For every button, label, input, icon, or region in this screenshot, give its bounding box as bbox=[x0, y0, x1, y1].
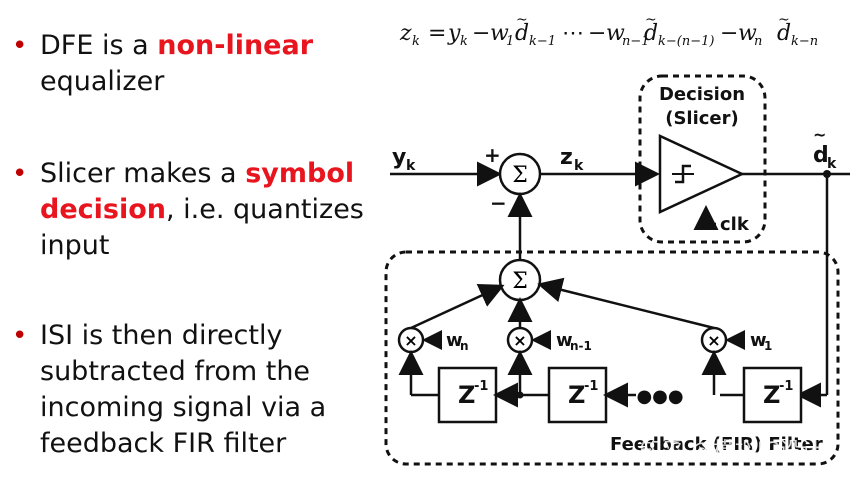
zk-sub: k bbox=[574, 158, 584, 174]
bullet-text: DFE is a bbox=[40, 30, 158, 61]
bullet-slicer: • Slicer makes a symbol decision, i.e. q… bbox=[8, 156, 368, 264]
minus-sign: − bbox=[490, 191, 507, 215]
eq-z: z bbox=[399, 21, 412, 46]
eq-w1-sub: 1 bbox=[506, 34, 514, 49]
input-label: y bbox=[392, 145, 406, 170]
eq-minus: − bbox=[720, 21, 738, 46]
eq-z-sub: k bbox=[412, 34, 420, 49]
eq-dn-sub: k−n bbox=[791, 34, 818, 49]
delay-z: Z bbox=[458, 381, 475, 409]
bullet-dot: • bbox=[12, 31, 28, 61]
wn-label: w bbox=[446, 330, 463, 351]
tap-wire-wn bbox=[410, 284, 505, 330]
eq-y-sub: k bbox=[460, 34, 468, 49]
eq-minus: − bbox=[588, 21, 606, 46]
delay-exp: -1 bbox=[474, 379, 488, 394]
wn1-label: w bbox=[556, 330, 573, 351]
delay-exp: -1 bbox=[779, 379, 793, 394]
eq-wn-sub: n bbox=[754, 34, 762, 49]
eq-tilde: ~ bbox=[516, 12, 528, 28]
w1-sub: 1 bbox=[764, 339, 772, 353]
bullet-isi: • ISI is then directly subtracted from t… bbox=[8, 318, 368, 462]
output-label: d bbox=[813, 143, 829, 168]
decision-subtitle: (Slicer) bbox=[665, 108, 739, 129]
delay-block-n1 bbox=[547, 366, 608, 424]
eq-equals: = bbox=[428, 21, 446, 46]
delay-block-1 bbox=[742, 366, 803, 424]
w1-label: w bbox=[750, 330, 767, 351]
bullet-text: Slicer makes a bbox=[40, 158, 246, 189]
filter-label: Feedback (FIR) Filter bbox=[610, 434, 823, 455]
zk-label: z bbox=[560, 145, 573, 170]
watermark: 知乎 @模拟IC设计 bbox=[640, 439, 823, 464]
wn-sub: n bbox=[460, 339, 469, 353]
slicer-triangle bbox=[658, 134, 745, 214]
multiply-icon: × bbox=[513, 331, 526, 350]
chain-junction bbox=[516, 391, 524, 399]
slicer-dashed-box bbox=[638, 74, 767, 244]
delay-z: Z bbox=[763, 381, 780, 409]
input-sub: k bbox=[406, 158, 416, 174]
bullet-highlight: non-linear bbox=[157, 30, 314, 61]
eq-dn: d bbox=[777, 21, 791, 46]
eq-dn1-sub: k−(n−1) bbox=[658, 34, 714, 49]
bullet-highlight: decision bbox=[40, 194, 166, 225]
feedback-filter-box bbox=[384, 250, 840, 466]
bullet-text: equalizer bbox=[40, 66, 165, 97]
eq-dn1: d bbox=[644, 21, 658, 46]
eq-d1-sub: k−1 bbox=[529, 34, 556, 49]
output-tilde: ~ bbox=[813, 125, 826, 144]
ellipsis-dots: ●●● bbox=[636, 386, 683, 407]
eq-wn1-sub: n−1 bbox=[622, 34, 650, 49]
dfe-block-diagram: Decision (Slicer) y k + − Σ z k clk d k … bbox=[384, 74, 850, 466]
eq-d1: d bbox=[515, 21, 529, 46]
bullet-text: , i.e. quantizes input bbox=[40, 194, 364, 261]
multiply-icon: × bbox=[707, 331, 720, 350]
delay-exp: -1 bbox=[584, 379, 598, 394]
plus-sign: + bbox=[484, 143, 501, 167]
bullet-highlight: symbol bbox=[245, 158, 355, 189]
bullet-dfe: • DFE is a non-linear equalizer bbox=[8, 28, 313, 100]
clk-label: clk bbox=[720, 214, 750, 235]
eq-w1: w bbox=[490, 21, 509, 46]
eq-wn: w bbox=[738, 21, 757, 46]
eq-ellipsis: ⋯ bbox=[562, 21, 584, 46]
eq-minus: − bbox=[472, 21, 490, 46]
tap-wire-w1 bbox=[537, 277, 715, 330]
bullet-text: ISI is then directly subtracted from the… bbox=[40, 320, 327, 459]
bullet-dot: • bbox=[12, 159, 28, 189]
wn1-sub: n-1 bbox=[570, 339, 592, 353]
output-sub: k bbox=[827, 156, 837, 172]
eq-tilde: ~ bbox=[645, 12, 657, 28]
eq-wn1: w bbox=[606, 21, 625, 46]
sigma-icon: Σ bbox=[512, 163, 528, 188]
eq-y: y bbox=[447, 21, 461, 46]
multiply-icon: × bbox=[404, 331, 417, 350]
sigma-icon: Σ bbox=[512, 269, 528, 294]
bullet-dot: • bbox=[12, 321, 28, 351]
delay-z: Z bbox=[568, 381, 585, 409]
eq-tilde: ~ bbox=[778, 12, 790, 28]
clk-wire bbox=[693, 205, 719, 230]
decision-title: Decision bbox=[659, 84, 745, 105]
dfe-equation: z k = y k − w 1 ~ d k−1 ⋯ − w n−1 ~ d k−… bbox=[399, 12, 818, 49]
